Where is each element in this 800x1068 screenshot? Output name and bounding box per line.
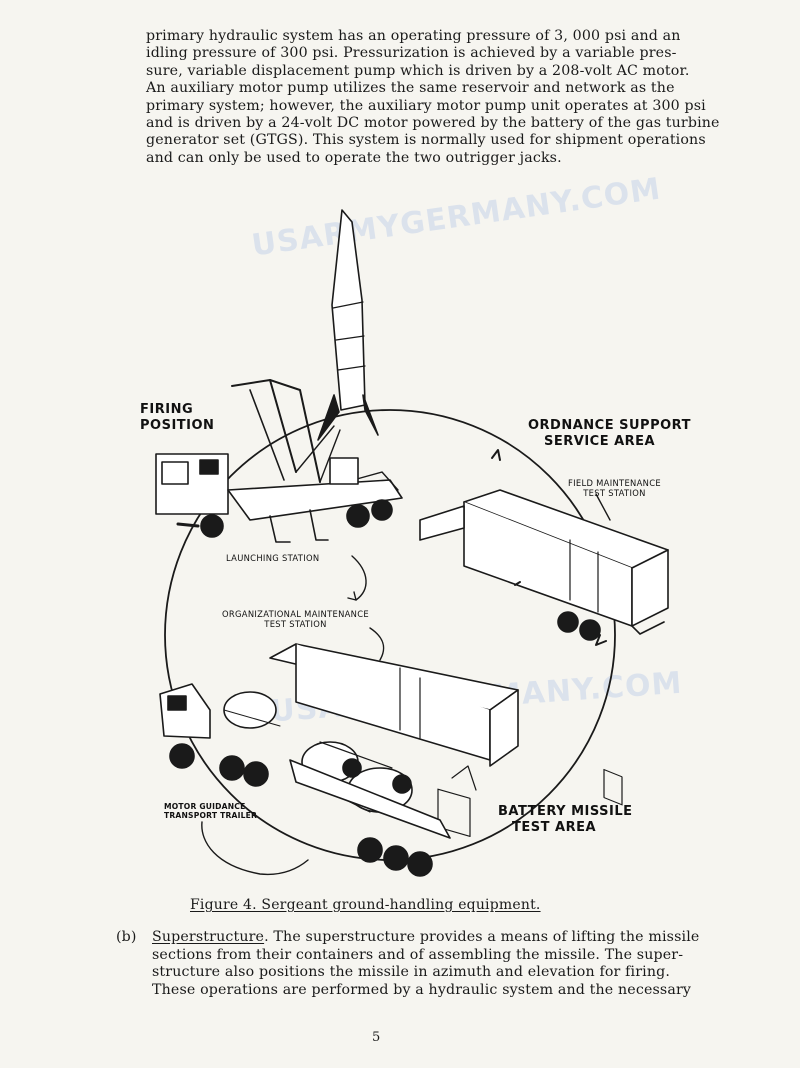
missile-body: [331, 209, 366, 411]
arrow-launching-station: [351, 555, 367, 601]
text-line: and can only be used to operate the two …: [146, 149, 562, 166]
text-line: generator set (GTGS). This system is nor…: [146, 132, 706, 149]
text-line: Superstructure. The superstructure provi…: [152, 929, 700, 945]
bottom-paragraph: (b) Superstructure. The superstructure p…: [116, 929, 746, 999]
section-heading: Superstructure: [152, 929, 265, 945]
label-field-maintenance: FIELD MAINTENANCE TEST STATION: [568, 478, 661, 498]
label-firing-position: FIRING POSITION: [140, 402, 215, 433]
route-arrow-1: [491, 449, 501, 461]
field-maintenance-trailer-illustration: [419, 489, 669, 806]
label-battery-missile: BATTERY MISSILE TEST AREA: [498, 804, 633, 835]
page-number: 5: [372, 1030, 381, 1045]
figure-illustration: [155, 209, 669, 877]
text-line: structure also positions the missile in …: [152, 964, 671, 981]
text-line: and is driven by a 24-volt DC motor powe…: [146, 115, 720, 132]
text-line: sections from their containers and of as…: [152, 946, 684, 963]
arrow-organizational: [369, 627, 385, 661]
missile-fin: [317, 394, 340, 441]
text-line: An auxiliary motor pump utilizes the sam…: [146, 80, 675, 97]
text-line: primary system; however, the auxiliary m…: [146, 97, 706, 114]
figure-ground-handling-equipment: FIRING POSITION LAUNCHING STATION ORDNAN…: [120, 190, 690, 890]
figure-caption: Figure 4. Sergeant ground-handling equip…: [190, 897, 541, 913]
label-motor-guidance: MOTOR GUIDANCE TRANSPORT TRAILER: [164, 802, 258, 820]
top-paragraph: primary hydraulic system has an operatin…: [146, 28, 746, 167]
text-line: These operations are performed by a hydr…: [152, 981, 692, 998]
arrow-field-maintenance: [595, 493, 611, 521]
text-line: primary hydraulic system has an operatin…: [146, 28, 681, 44]
text-line: idling pressure of 300 psi. Pressurizati…: [146, 45, 677, 62]
missile-fin-right: [362, 394, 379, 436]
arrow-motor-guidance: [201, 821, 309, 876]
paragraph-marker: (b): [116, 929, 137, 945]
label-ordnance-support: ORDNANCE SUPPORT SERVICE AREA: [528, 418, 691, 449]
route-arrow-2: [595, 634, 607, 646]
missile-launcher-illustration: [155, 209, 403, 543]
text-line: sure, variable displacement pump which i…: [146, 62, 690, 79]
label-launching-station: LAUNCHING STATION: [226, 553, 320, 563]
organizational-maintenance-truck-illustration: [159, 643, 519, 877]
label-organizational-maintenance: ORGANIZATIONAL MAINTENANCE TEST STATION: [222, 609, 369, 629]
